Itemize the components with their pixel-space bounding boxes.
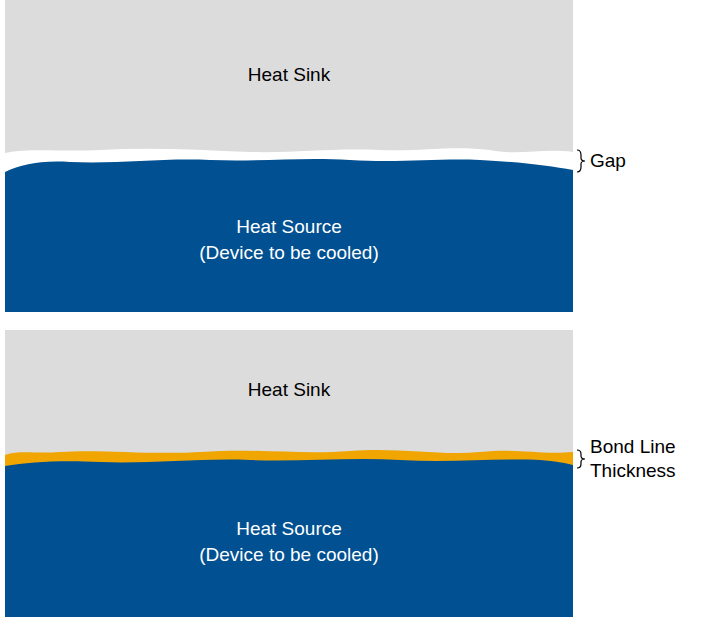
bond-line-label: Bond Line Thickness bbox=[590, 435, 690, 483]
heat-source-bottom bbox=[5, 459, 573, 617]
shape-subtitle: (Device to be cooled) bbox=[199, 542, 379, 568]
heat-sink-top bbox=[5, 0, 573, 153]
heat-source-top bbox=[5, 159, 573, 312]
gap-label: Gap bbox=[590, 149, 700, 173]
heat-sink: Heat Sink bbox=[5, 330, 573, 450]
heat-source: Heat Source(Device to be cooled) bbox=[5, 168, 573, 312]
bond-line-bracket bbox=[577, 450, 585, 468]
heat-sink-bottom bbox=[5, 330, 573, 455]
shape-title: Heat Sink bbox=[248, 62, 330, 88]
gap-bracket bbox=[577, 150, 585, 172]
heat-source: Heat Source(Device to be cooled) bbox=[5, 466, 573, 617]
shape-title: Heat Source bbox=[236, 214, 342, 240]
shape-title: Heat Source bbox=[236, 516, 342, 542]
shape-title: Heat Sink bbox=[248, 377, 330, 403]
shape-subtitle: (Device to be cooled) bbox=[199, 240, 379, 266]
heat-sink: Heat Sink bbox=[5, 0, 573, 150]
